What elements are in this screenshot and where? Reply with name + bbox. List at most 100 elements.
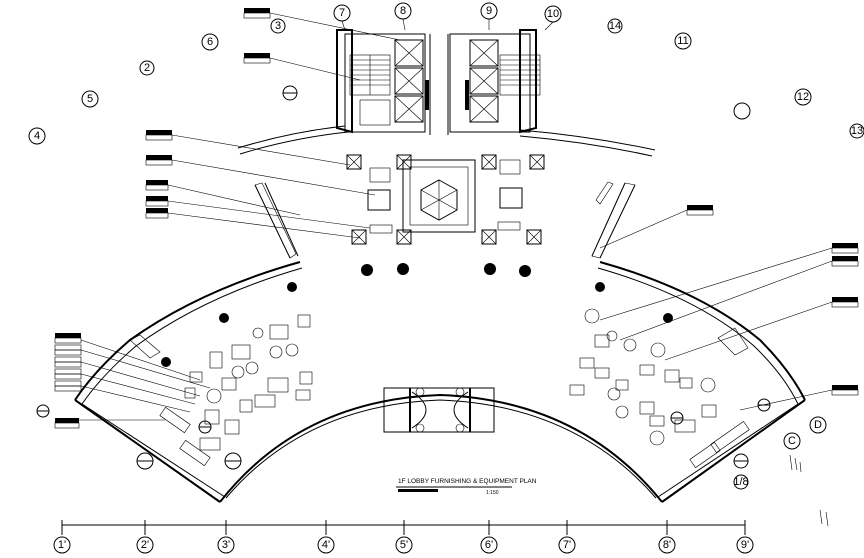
grid-bubble-label: 1/8 (733, 476, 748, 488)
grid-bubble-circle (480, 536, 498, 554)
grid-bubble: 10 (544, 5, 562, 31)
grid-bubble: D (809, 416, 827, 434)
grid-bubble: 3 (270, 18, 286, 34)
stair-left (349, 54, 391, 96)
elevator-shafts (394, 39, 499, 123)
grid-bubble-label: D (814, 419, 822, 431)
grid-bubble: 1' (53, 536, 71, 554)
grid-bubble: 9 (480, 2, 498, 30)
grid-bubble-label: 11 (677, 35, 688, 47)
grid-bubble-label: 9' (741, 539, 749, 551)
grid-bubble-circle (139, 60, 155, 76)
grid-bubble-label: 9 (486, 5, 492, 17)
grid-bubble-label: 8 (400, 5, 406, 17)
grid-bubble-circle (658, 536, 676, 554)
center-seating (367, 159, 523, 234)
grid-bubble: 11 (674, 32, 692, 50)
dimension-line (61, 520, 746, 535)
grid-bubble-label: 4' (322, 539, 330, 551)
grid-bubble-label: 3' (222, 539, 230, 551)
callout-tags-left (54, 8, 401, 429)
grid-bubble-circle (217, 536, 235, 554)
grid-bubble-label: 2' (141, 539, 149, 551)
grid-bubbles-right: D C 1/8 (733, 416, 827, 490)
callout-tags-right (599, 205, 859, 411)
window-bands (129, 181, 749, 359)
left-lounge (159, 314, 313, 467)
drawing-title: 1F LOBBY FURNISHING & EQUIPMENT PLAN (398, 478, 537, 485)
right-lounge (569, 308, 750, 469)
grid-bubble: 5' (395, 536, 413, 554)
grid-bubble-label: 5 (87, 93, 93, 105)
grid-bubble: 1/8 (733, 474, 749, 490)
grid-bubble: 2' (136, 536, 154, 554)
grid-bubble-label: 7' (563, 539, 571, 551)
drawing-scale: 1:150 (486, 490, 499, 496)
grid-bubbles-bottom: 1' 2' 3' 4' 5' 6' 7' 8' 9' (53, 536, 754, 554)
grid-bubble-circle (81, 90, 99, 108)
grid-bubble-label: 10 (547, 8, 559, 20)
stair-right (499, 54, 541, 96)
grid-bubble: C (783, 432, 801, 450)
grid-bubble: 14 (607, 18, 623, 34)
grid-bubble-circle (53, 536, 71, 554)
drawing-title-block: 1F LOBBY FURNISHING & EQUIPMENT PLAN 1:1… (396, 478, 537, 496)
main-entrance (383, 387, 495, 433)
section-markers (36, 85, 771, 470)
grid-bubble: 3' (217, 536, 235, 554)
grid-bubble-label: 4 (34, 130, 40, 142)
grid-bubble: 4 (28, 127, 46, 145)
grid-bubble: 8' (658, 536, 676, 554)
grid-bubbles-top: 7 8 9 10 6 11 5 12 4 13 3 14 2 (28, 2, 864, 145)
round-columns (161, 263, 673, 367)
grid-bubble-circle (558, 536, 576, 554)
grid-bubble-label: 5' (400, 539, 408, 551)
facade-walls (74, 125, 806, 503)
grid-bubble-circle (849, 123, 864, 139)
grid-bubble-circle (733, 474, 749, 490)
square-columns (346, 154, 545, 245)
grid-bubble-label: 7 (339, 7, 345, 19)
grid-bubble-label: 13 (851, 125, 863, 137)
grid-bubble-label: 14 (609, 20, 621, 32)
grid-bubble-label: 3 (275, 20, 281, 32)
grid-bubble-label: 6' (485, 539, 493, 551)
grid-bubble: 4' (317, 536, 335, 554)
grid-bubble: 13 (849, 123, 864, 139)
skylight (402, 159, 476, 233)
grid-bubble-circle (794, 88, 812, 106)
grid-bubble-circle (674, 32, 692, 50)
grid-bubble-circle (736, 536, 754, 554)
grid-bubble-label: C (788, 435, 796, 447)
grid-bubble-circle (394, 2, 412, 20)
grid-bubble-circle (544, 5, 562, 23)
grid-bubble-circle (270, 18, 286, 34)
service-core (336, 29, 541, 135)
grid-bubble-label: 8' (663, 539, 671, 551)
grid-bubble: 8 (394, 2, 412, 31)
grid-bubble-label: 6 (207, 36, 213, 48)
grid-bubble-circle (809, 416, 827, 434)
grid-bubble: 6' (480, 536, 498, 554)
grid-bubble: 6 (201, 33, 219, 51)
grid-bubble-circle (317, 536, 335, 554)
grid-bubble-circle (136, 536, 154, 554)
grid-bubble-label: 2 (144, 62, 150, 74)
grid-bubble: 2 (139, 60, 155, 76)
grid-bubble: 9' (736, 536, 754, 554)
grid-bubble-circle (480, 2, 498, 20)
grid-bubble-circle (395, 536, 413, 554)
grid-bubble: 7' (558, 536, 576, 554)
grid-bubble-label: 12 (797, 91, 809, 103)
grid-bubble-circle (783, 432, 801, 450)
grid-bubble-circle (333, 4, 351, 22)
hatch-marks (789, 454, 829, 527)
grid-bubble: 7 (333, 4, 351, 31)
grid-bubble-circle (607, 18, 623, 34)
grid-bubble: 5 (81, 90, 99, 108)
grid-bubble-circle (201, 33, 219, 51)
grid-bubble-label: 1' (58, 539, 66, 551)
grid-bubble-circle (28, 127, 46, 145)
grid-bubble: 12 (794, 88, 812, 106)
